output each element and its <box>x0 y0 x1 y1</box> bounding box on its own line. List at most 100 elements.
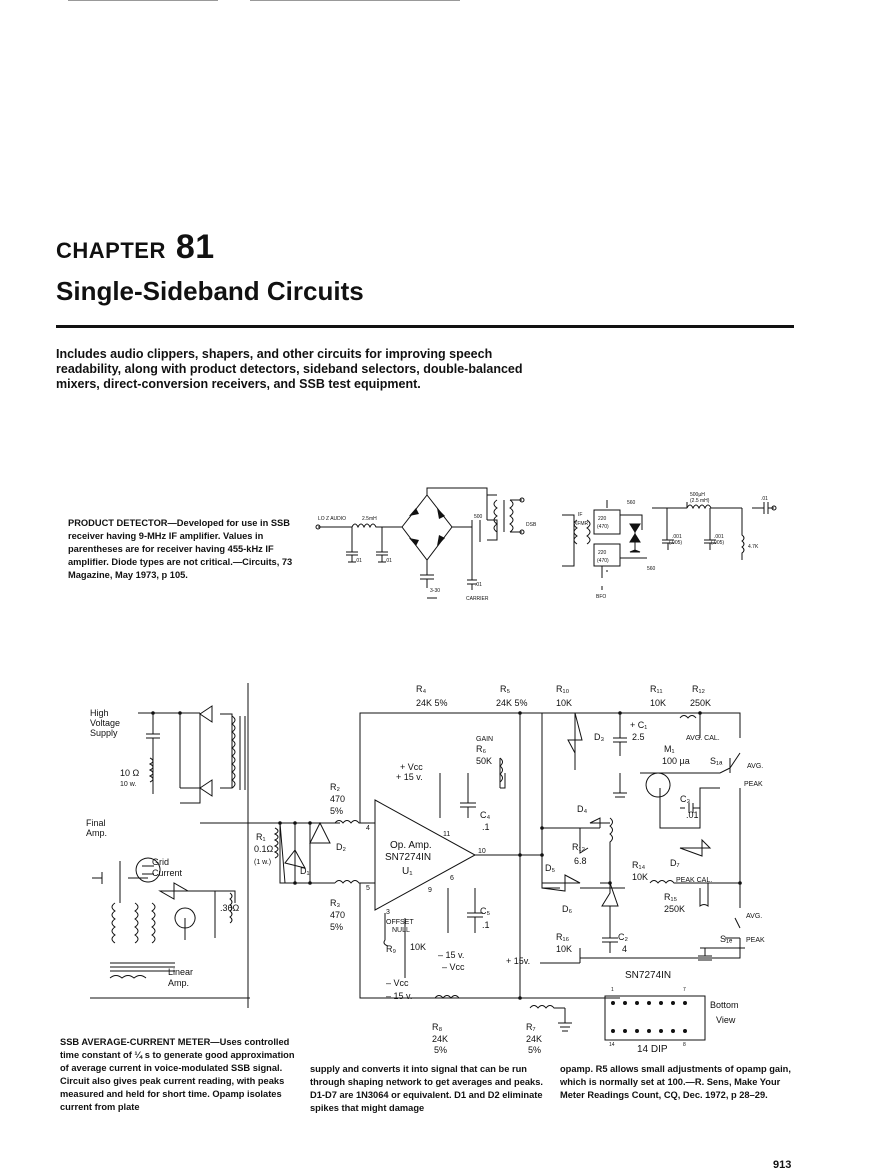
lbl-avg: AVG. <box>747 763 763 770</box>
lbl-pin7: 7 <box>683 987 686 993</box>
lbl-m1a: M₁ <box>664 744 675 754</box>
lbl-c3b: .01 <box>686 810 699 820</box>
page-number: 913 <box>773 1159 792 1171</box>
label-c220a: 220 <box>598 516 607 522</box>
lbl-r10v: 10K <box>556 698 572 708</box>
lbl-c4a: C₄ <box>480 810 490 820</box>
lbl-grid1: Grid <box>152 857 169 867</box>
lbl-d3: D₃ <box>594 732 604 742</box>
lbl-r5b: 24K 5% <box>496 698 528 708</box>
label-cap-c: .01 <box>475 582 482 588</box>
label-l1: 2.5mH <box>362 516 377 522</box>
label-r560a: 560 <box>627 500 636 506</box>
lbl-r7b: 24K <box>526 1034 542 1044</box>
lbl-r8a: R₈ <box>432 1022 442 1032</box>
lbl-r7a: R₇ <box>526 1022 536 1032</box>
lbl-r2a: R₂ <box>330 782 340 792</box>
lbl-op2: SN7274IN <box>385 852 431 863</box>
lbl-m15b: – 15 v. <box>386 991 412 1001</box>
label-c220b: 220 <box>598 550 607 556</box>
product-detector-caption: PRODUCT DETECTOR—Developed for use in SS… <box>68 518 293 580</box>
lbl-hv1: High <box>90 708 109 718</box>
label-cap-b: .01 <box>385 558 392 564</box>
lbl-r8b: 24K <box>432 1034 448 1044</box>
label-bfo: BFO <box>596 594 606 600</box>
lbl-r15b: 250K <box>664 904 685 914</box>
lbl-gain: GAIN <box>476 736 493 743</box>
lbl-r1b: 0.1Ω <box>254 844 274 854</box>
label-c005b: (.005) <box>711 540 724 546</box>
lbl-r10a: 10 Ω <box>120 768 140 778</box>
label-pot: 500 <box>474 514 483 520</box>
lbl-pin9: 9 <box>428 887 432 894</box>
lbl-pin4: 4 <box>366 825 370 832</box>
top-edge-line <box>68 0 218 1</box>
top-edge-line <box>250 0 460 1</box>
lbl-r13b: 6.8 <box>574 856 587 866</box>
label-if-xfmr: XFMR <box>574 521 589 527</box>
lbl-c1b: 2.5 <box>632 732 645 742</box>
lbl-grid2: Current <box>152 868 183 878</box>
lbl-op3: U₁ <box>402 866 413 877</box>
lbl-r36: .36Ω <box>220 903 240 913</box>
lbl-final1: Final <box>86 818 106 828</box>
lbl-r16b: 10K <box>556 944 572 954</box>
label-trim: 3-30 <box>430 588 440 594</box>
lbl-r8c: 5% <box>434 1045 447 1055</box>
lbl-d2: D₂ <box>336 842 346 852</box>
label-c001a: .001 <box>672 534 682 540</box>
lbl-r4b: 24K 5% <box>416 698 448 708</box>
lbl-r11: R₁₁ <box>650 684 663 694</box>
product-detector-schematic: LO Z AUDIO 2.5mH 500 DSB .01 .01 .01 3-3… <box>315 487 777 602</box>
chapter-word: CHAPTER <box>56 238 166 263</box>
lbl-r13a: R₁₃ <box>572 842 586 852</box>
lbl-r10x: R₁₀ <box>556 684 570 694</box>
lbl-offset2: NULL <box>392 927 410 934</box>
lbl-r14a: R₁₄ <box>632 860 646 870</box>
lbl-vcc2: + 15 v. <box>396 772 423 782</box>
lbl-d7: D₇ <box>670 858 680 868</box>
label-dsb: DSB <box>526 522 537 528</box>
label-r47k: 4.7K <box>748 544 759 550</box>
lbl-r5a: R₅ <box>500 684 510 694</box>
lbl-r6b: 50K <box>476 756 492 766</box>
lbl-d1: D₁ <box>300 866 310 876</box>
lbl-m15a: – 15 v. <box>438 950 464 960</box>
label-carrier: CARRIER <box>466 596 489 602</box>
lbl-r4a: R₄ <box>416 684 426 694</box>
lbl-hv2: Voltage <box>90 718 120 728</box>
lbl-r14b: 10K <box>632 872 648 882</box>
label-c470a: (470) <box>597 524 609 530</box>
lbl-r3c: 5% <box>330 922 343 932</box>
lbl-op1: Op. Amp. <box>390 840 432 851</box>
label-c001b: .001 <box>714 534 724 540</box>
lbl-vcc1: + Vcc <box>400 762 423 772</box>
lbl-r2b: 470 <box>330 794 345 804</box>
lbl-m1b: 100 µa <box>662 756 690 766</box>
lbl-d6: D₆ <box>562 904 572 914</box>
lbl-r7c: 5% <box>528 1045 541 1055</box>
lbl-peak: PEAK <box>744 781 763 788</box>
title-rule <box>56 325 794 328</box>
lbl-final2: Amp. <box>86 828 107 838</box>
lbl-r9: R₉ <box>386 944 396 954</box>
lbl-lin2: Amp. <box>168 978 189 988</box>
ssb-meter-caption: SSB AVERAGE-CURRENT METER—Uses controlle… <box>60 1037 295 1112</box>
label-c01c: .01 <box>761 496 768 502</box>
lbl-view: View <box>716 1015 736 1025</box>
lbl-r11v: 10K <box>650 698 666 708</box>
lbl-hv3: Supply <box>90 728 118 738</box>
lbl-pin11: 11 <box>443 831 450 838</box>
lbl-c2b: 4 <box>622 944 627 954</box>
lbl-c5b: .1 <box>482 920 490 930</box>
lbl-s1b: S₁ₑ <box>720 934 733 944</box>
lbl-c3a: C₃ <box>680 794 690 804</box>
lbl-pin6: 6 <box>450 875 454 882</box>
lbl-avg2: AVG. <box>746 913 762 920</box>
lbl-pin14: 14 <box>609 1042 615 1048</box>
label-c470b: (470) <box>597 558 609 564</box>
lbl-offset1: OFFSET <box>386 919 414 926</box>
lbl-mvcc: – Vcc <box>442 962 465 972</box>
lbl-pin1: 1 <box>611 987 614 993</box>
lbl-d5: D₅ <box>545 863 555 873</box>
